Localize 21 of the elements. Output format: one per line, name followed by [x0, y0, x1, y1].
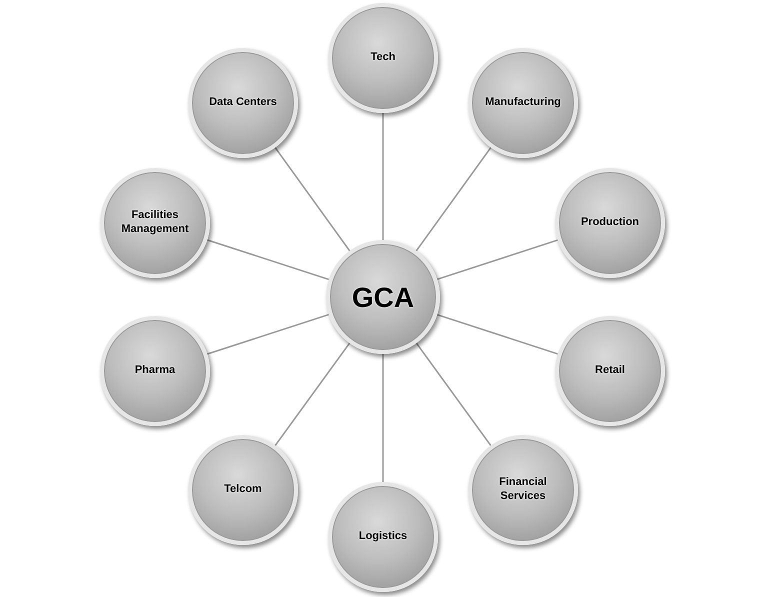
node-label: Tech	[370, 51, 396, 65]
connector-line	[207, 314, 330, 355]
node-label: Manufacturing	[485, 96, 561, 110]
node-label: Facilities Management	[120, 209, 190, 237]
node-label: Production	[580, 216, 640, 230]
node-label: Telcom	[224, 483, 262, 497]
connector-line	[416, 342, 492, 446]
node-label: GCA	[352, 280, 414, 314]
node-label: Data Centers	[209, 96, 277, 110]
connector-line	[382, 113, 384, 240]
connector-line	[207, 239, 330, 280]
connector-line	[416, 147, 492, 252]
connector-line	[436, 239, 558, 280]
node-label: Financial Services	[498, 476, 548, 504]
node-label: Pharma	[134, 364, 176, 378]
node-label: Logistics	[358, 530, 408, 544]
node-label: Retail	[595, 364, 625, 378]
connector-line	[436, 314, 558, 355]
connector-line	[274, 342, 350, 446]
connector-line	[274, 147, 350, 252]
connector-line	[382, 354, 384, 482]
